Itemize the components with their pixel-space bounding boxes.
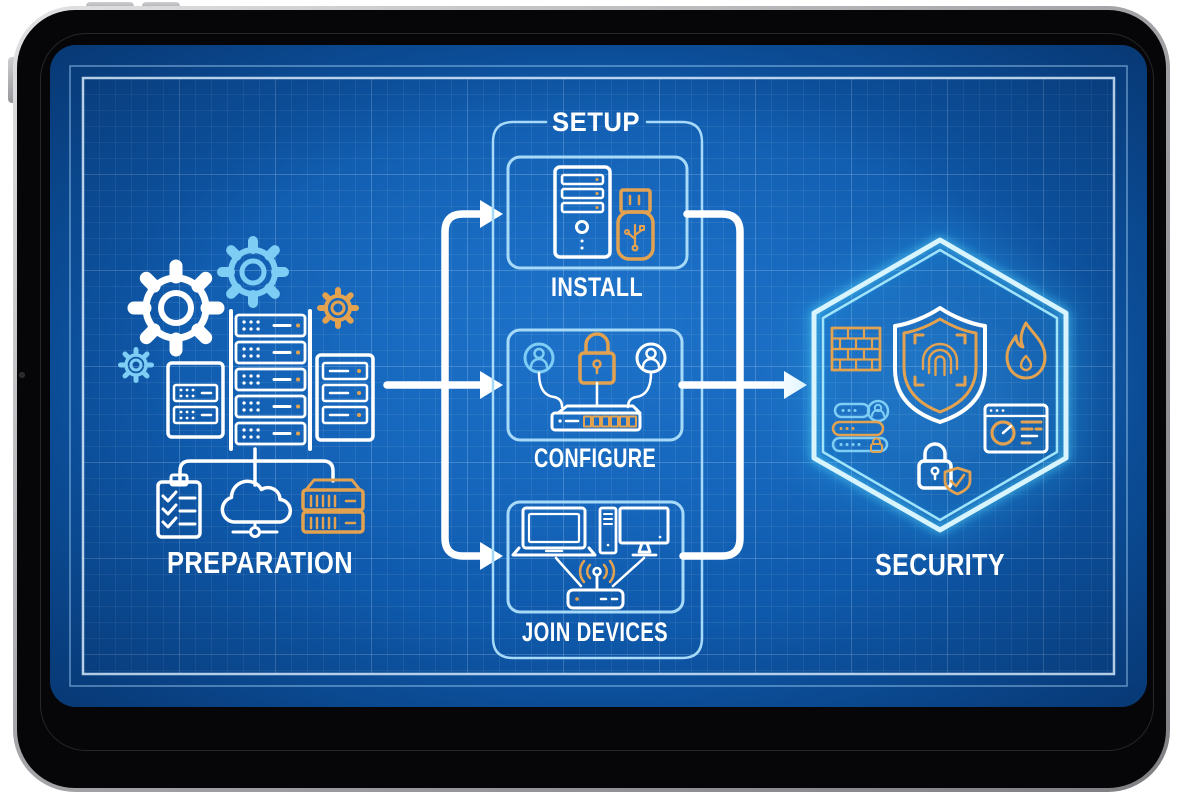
preparation-label: PREPARATION [167, 545, 353, 580]
fingerprint-shield-icon [893, 306, 987, 424]
setup-container [491, 120, 704, 660]
gear-icon [217, 236, 289, 308]
arrowhead-icon [480, 371, 503, 399]
join-devices-label: JOIN DEVICES [522, 617, 668, 647]
blueprint-screen: PREPARATION SETUP [50, 45, 1147, 707]
security-label: SECURITY [875, 547, 1005, 582]
network-switch-icon [550, 404, 642, 432]
usb-drive-icon [616, 188, 655, 261]
configure-connectors [537, 371, 653, 409]
join-connectors [554, 556, 646, 588]
user-icon [523, 342, 555, 374]
user-icon [635, 342, 667, 374]
stage-preparation: PREPARATION [118, 236, 375, 580]
flame-icon [1005, 321, 1047, 380]
hexagon-glow [740, 195, 1140, 575]
checklist-icon [156, 473, 202, 539]
setup-step-configure: CONFIGURE [506, 328, 684, 473]
arrowhead-icon [480, 542, 503, 570]
firewall-icon [830, 326, 882, 372]
server-rack-icon [315, 353, 375, 442]
setup-step-join-devices: JOIN DEVICES [506, 500, 685, 647]
wifi-router-icon [566, 559, 625, 610]
laptop-icon [511, 506, 597, 557]
gear-icon [317, 287, 359, 329]
glass-edge [40, 33, 1154, 751]
flow-arrows-left [383, 200, 503, 570]
desktop-icon [598, 506, 670, 557]
dashboard-gauge-icon [983, 403, 1049, 454]
padlock-icon [578, 332, 616, 385]
stage-setup: SETUP [491, 107, 704, 660]
gear-icon [127, 259, 225, 357]
configure-label: CONFIGURE [534, 443, 656, 473]
arrowhead-icon [480, 200, 503, 228]
setup-label: SETUP [552, 107, 640, 137]
preparation-connectors [178, 447, 335, 487]
process-diagram: PREPARATION SETUP [69, 65, 1140, 687]
lock-check-icon [917, 442, 972, 496]
setup-step-install: INSTALL [506, 155, 689, 302]
storage-icon [301, 478, 365, 534]
cloud-network-icon [220, 479, 293, 538]
password-list-icon [831, 399, 890, 453]
pc-tower-icon [553, 165, 612, 259]
install-label: INSTALL [551, 272, 643, 302]
front-camera-icon [19, 372, 25, 378]
server-rack-icon [166, 361, 225, 439]
security-hexagon-inner [821, 248, 1059, 522]
gear-icon [118, 347, 154, 383]
stage-security: SECURITY [740, 195, 1140, 582]
server-rack-icon [229, 309, 312, 451]
security-hexagon-outer [811, 237, 1069, 533]
